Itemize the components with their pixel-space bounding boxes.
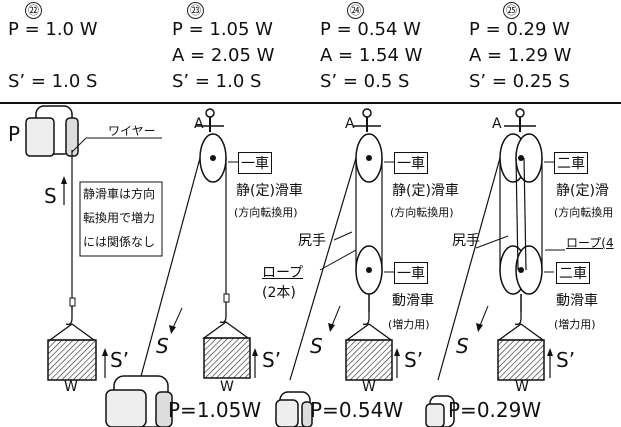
label-two-car-25-moving: 二車 — [556, 262, 590, 284]
label-w-25: W — [515, 379, 529, 395]
pulley-24-fixed — [353, 108, 383, 183]
note-line-1: 静滑車は方向 — [83, 187, 156, 201]
label-sprime-23: S’ — [262, 348, 282, 372]
note-line-3: には関係なし — [83, 235, 156, 249]
puller-pulley-23 — [105, 375, 173, 427]
formula-s-25: S’ = 0.25 S — [469, 71, 570, 92]
formula-p-24: P = 0.54 W — [320, 19, 421, 40]
weight-24 — [345, 339, 393, 381]
label-s-25: S — [456, 334, 469, 358]
pulley-24-moving — [355, 245, 383, 295]
label-moving-pulley-25: 動滑車 — [556, 293, 598, 309]
column-number-22: ㉒ — [25, 2, 42, 19]
note-line-2: 転換用で増力 — [83, 211, 156, 225]
label-two-car-25-fixed: 二車 — [554, 152, 588, 174]
formula-p-22: P = 1.0 W — [8, 19, 98, 40]
label-fixed-pulley-25: 静(定)滑 — [556, 183, 609, 199]
label-w-24: W — [362, 379, 376, 395]
label-sprime-25: S’ — [556, 348, 576, 372]
label-pull-25: P=0.29W — [448, 398, 542, 422]
label-fixed-pulley-23: 静(定)滑車 — [236, 183, 303, 199]
label-rope-24: ロープ — [262, 265, 304, 281]
label-a-25: A — [492, 116, 502, 132]
label-tail-24: 尻手 — [298, 233, 326, 249]
label-w-22: W — [64, 379, 78, 395]
label-a-23: A — [194, 116, 204, 132]
label-s-22: S — [44, 184, 57, 208]
formula-s-23: S’ = 1.0 S — [172, 71, 262, 92]
puller-pulley-25 — [425, 395, 455, 427]
pulley-25-moving — [499, 245, 543, 295]
label-sprime-22: S’ — [110, 348, 130, 372]
pulley-22 — [25, 105, 79, 157]
label-moving-pulley-24: 動滑車 — [392, 293, 434, 309]
label-fixed-pulley-24: 静(定)滑車 — [392, 183, 459, 199]
formula-s-22: S’ = 1.0 S — [8, 71, 98, 92]
label-force-24: (増力用) — [388, 318, 430, 331]
label-a-24: A — [345, 116, 355, 132]
column-number-24: ㉔ — [347, 2, 364, 19]
formula-p-23: P = 1.05 W — [172, 19, 273, 40]
puller-pulley-24 — [275, 391, 313, 427]
label-rope4: ロープ(4 — [566, 236, 614, 250]
formula-s-24: S’ = 0.5 S — [320, 71, 410, 92]
pulley-25-fixed — [499, 108, 543, 183]
formula-a-23: A = 2.05 W — [172, 45, 275, 66]
pulley-23 — [196, 108, 227, 183]
formula-p-25: P = 0.29 W — [469, 19, 570, 40]
label-two-ropes: (2本) — [262, 285, 296, 301]
label-w-23: W — [220, 379, 234, 395]
label-s-23: S — [156, 334, 169, 358]
weight-22 — [47, 339, 97, 381]
note-box — [79, 181, 163, 257]
label-one-car-23: 一車 — [238, 152, 272, 174]
label-direction-25: (方向転換用 — [554, 206, 614, 219]
label-wire: ワイヤー — [108, 124, 156, 138]
weight-25 — [497, 339, 545, 381]
weight-hanger-22 — [48, 323, 96, 341]
label-one-car-24-moving: 一車 — [394, 262, 428, 284]
label-p-22: P — [8, 122, 21, 146]
label-pull-24: P=0.54W — [310, 398, 404, 422]
label-s-24: S — [310, 334, 323, 358]
label-pull-23: P=1.05W — [168, 398, 262, 422]
column-number-23: ㉓ — [187, 2, 204, 19]
label-sprime-24: S’ — [404, 348, 424, 372]
formula-a-25: A = 1.29 W — [469, 45, 572, 66]
label-direction-23: (方向転換用) — [234, 206, 298, 219]
label-one-car-24-fixed: 一車 — [394, 152, 428, 174]
label-force-25: (増力用) — [554, 318, 596, 331]
column-number-25: ㉕ — [503, 2, 520, 19]
label-direction-24: (方向転換用) — [390, 206, 454, 219]
weight-23 — [203, 337, 251, 379]
formula-a-24: A = 1.54 W — [320, 45, 423, 66]
label-tail-25: 尻手 — [452, 233, 480, 249]
